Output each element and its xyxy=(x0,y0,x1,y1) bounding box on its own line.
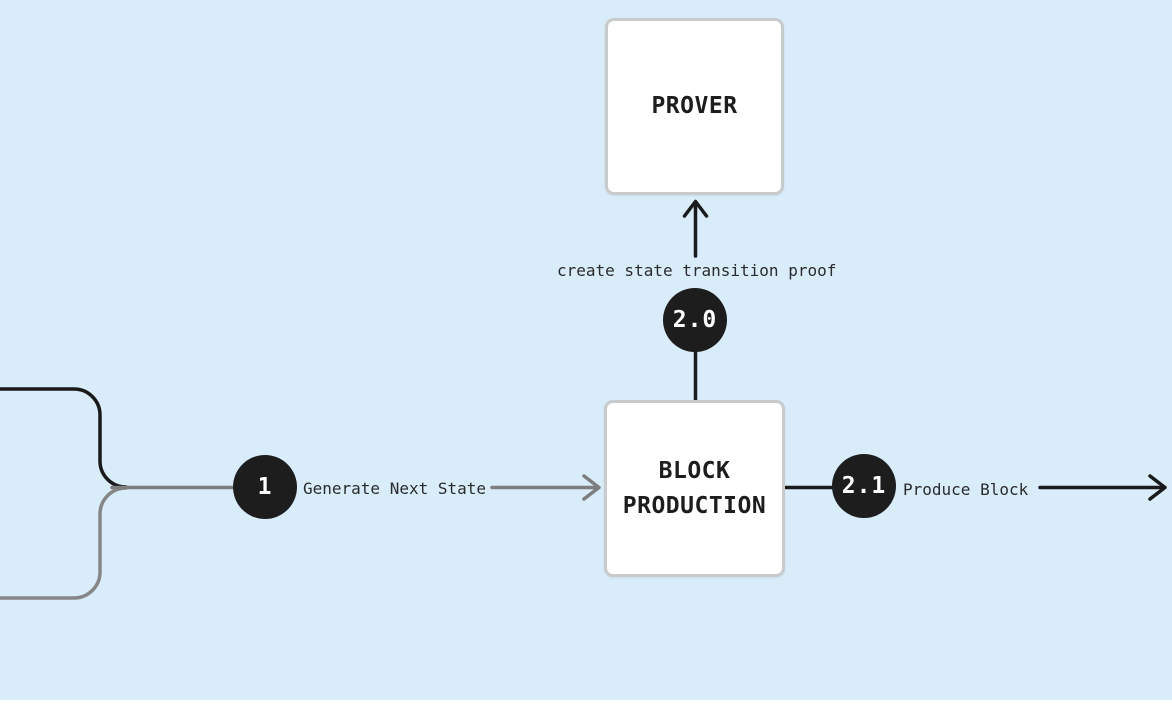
node-prover: PROVER xyxy=(605,18,784,195)
offscreen-node-top-edge xyxy=(0,700,1172,704)
node-prover-label: PROVER xyxy=(651,93,738,119)
step-badge-1: 1 xyxy=(233,455,297,519)
edge-label-produce-block: Produce Block xyxy=(903,480,1029,499)
arrowhead-into-block-production xyxy=(582,474,601,501)
step-badge-2-1: 2.1 xyxy=(832,454,896,518)
edge-left-incoming-line xyxy=(0,387,128,489)
step-badge-2-0: 2.0 xyxy=(663,288,727,352)
node-block-production: BLOCK PRODUCTION xyxy=(604,400,785,577)
arrowhead-into-prover xyxy=(682,199,709,218)
arrowhead-produce-block xyxy=(1148,474,1167,501)
node-block-production-label: BLOCK PRODUCTION xyxy=(622,457,767,519)
edge-left-return-line xyxy=(0,486,128,600)
edge-label-generate-next-state: Generate Next State xyxy=(303,479,487,498)
edge-label-create-state-transition-proof: create state transition proof xyxy=(557,261,837,280)
